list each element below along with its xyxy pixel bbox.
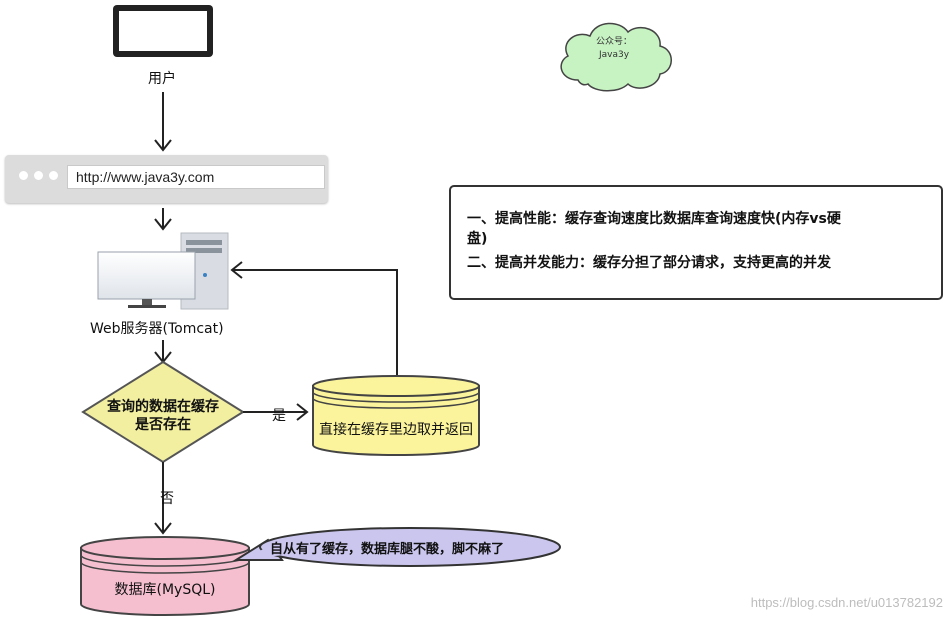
browser-address-bar: http://www.java3y.com xyxy=(5,155,328,203)
watermark-text: https://blog.csdn.net/u013782192 xyxy=(750,595,943,610)
info-box: 一、提高性能：缓存查询速度比数据库查询速度快(内存vs硬 盘) 二、提高并发能力… xyxy=(449,185,943,300)
arrow-decision-to-database xyxy=(154,462,172,535)
speech-text: 自从有了缓存，数据库腿不酸，脚不麻了 xyxy=(270,542,505,557)
yes-edge-label: 是 xyxy=(272,408,286,424)
browser-dot-icon xyxy=(19,171,28,180)
cache-cylinder xyxy=(312,375,480,456)
browser-dot-icon xyxy=(34,171,43,180)
database-cylinder xyxy=(80,536,250,616)
cloud-text-line2: Java3y xyxy=(598,50,630,60)
user-label: 用户 xyxy=(148,71,176,87)
arrow-server-to-decision xyxy=(154,340,172,364)
server-computer-icon xyxy=(97,232,229,310)
cloud-text-line1: 公众号： xyxy=(595,37,632,47)
no-edge-label: 否 xyxy=(160,491,174,507)
arrow-browser-to-server xyxy=(154,208,172,231)
info-line-2: 盘) xyxy=(467,231,488,247)
browser-window-dots xyxy=(19,171,58,180)
speech-bubble xyxy=(232,527,561,567)
decision-label-line2: 是否存在 xyxy=(135,417,191,433)
url-field: http://www.java3y.com xyxy=(67,165,325,189)
arrow-cache-to-server xyxy=(230,261,398,375)
laptop-icon xyxy=(113,5,213,57)
cache-label: 直接在缓存里边取并返回 xyxy=(319,422,473,438)
info-line-3: 二、提高并发能力：缓存分担了部分请求，支持更高的并发 xyxy=(467,255,831,271)
arrow-user-to-browser xyxy=(154,92,172,152)
server-label: Web服务器(Tomcat) xyxy=(90,321,224,337)
browser-dot-icon xyxy=(49,171,58,180)
database-label: 数据库(MySQL) xyxy=(114,582,216,598)
info-line-1: 一、提高性能：缓存查询速度比数据库查询速度快(内存vs硬 xyxy=(467,211,841,227)
cloud-text: 公众号： Java3y xyxy=(566,36,662,62)
arrow-decision-to-cache xyxy=(243,403,309,421)
decision-label-line1: 查询的数据在缓存 xyxy=(107,399,219,415)
cloud-shape xyxy=(560,22,672,92)
